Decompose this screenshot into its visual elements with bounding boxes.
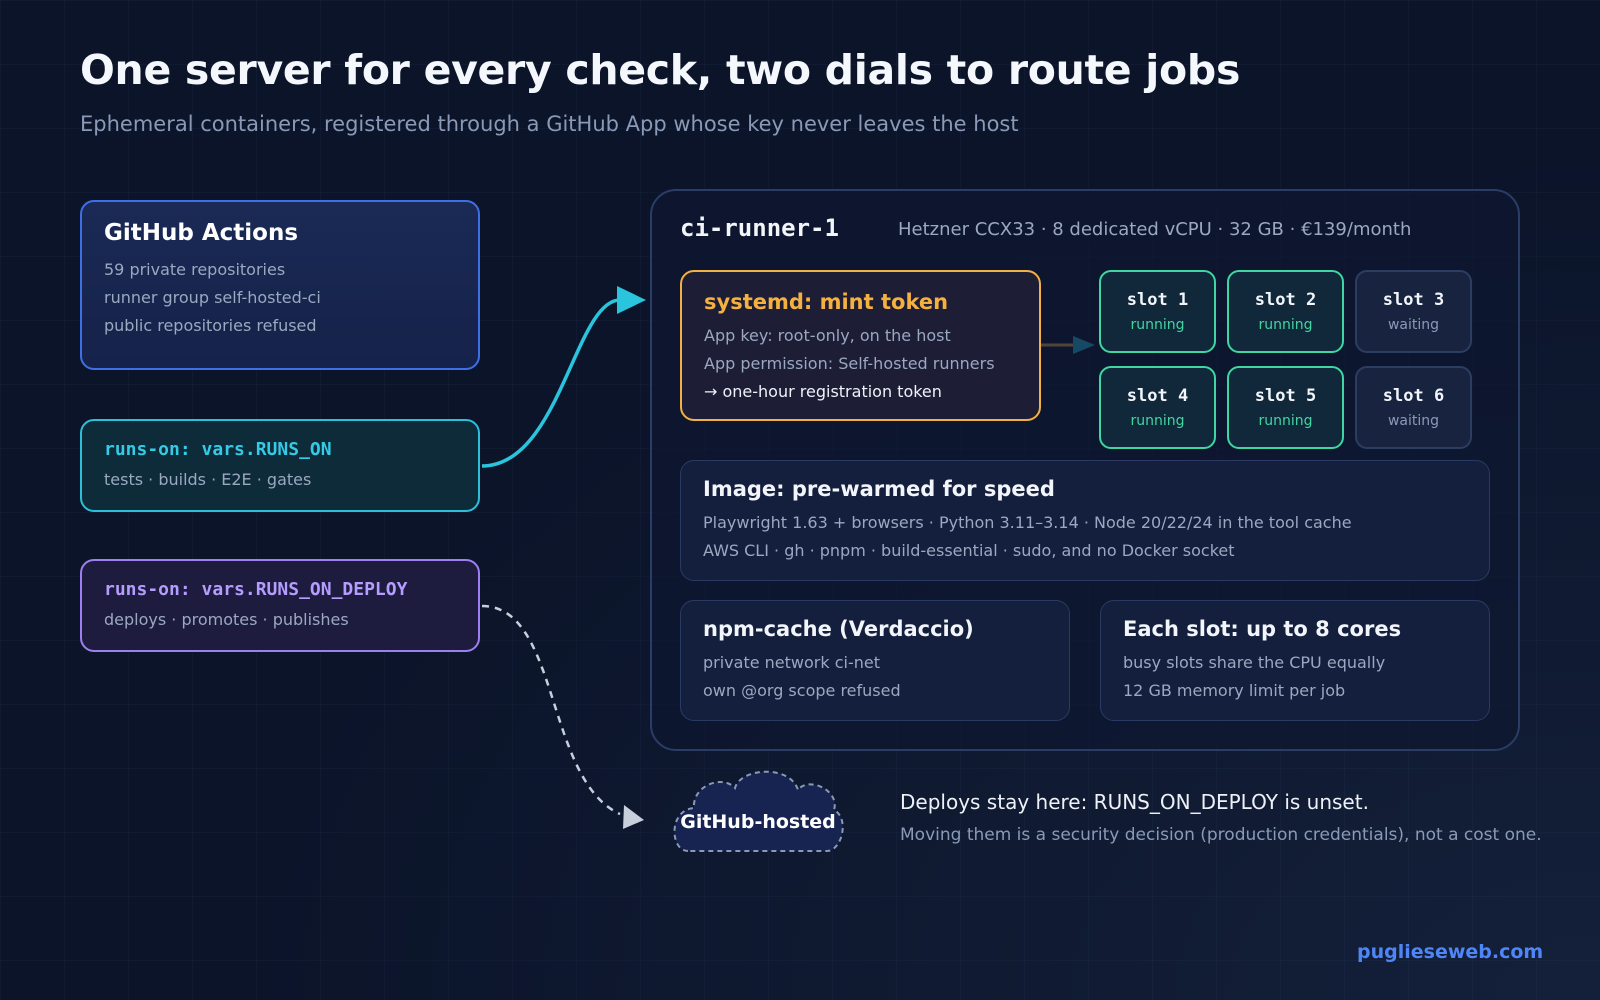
deploy-arrow <box>481 604 621 816</box>
slot-name: slot 5 <box>1254 386 1317 406</box>
mint-token-card: systemd: mint token App key: root-only, … <box>680 270 1041 421</box>
runs-on-deploy-subtitle: deploys · promotes · publishes <box>104 610 349 629</box>
deploy-note: Deploys stay here: RUNS_ON_DEPLOY is uns… <box>900 790 1369 814</box>
slot-info-line: busy slots share the CPU equally <box>1123 653 1386 672</box>
github-hosted-cloud-label: GitHub-hosted <box>680 811 836 833</box>
image-line: Playwright 1.63 + browsers · Python 3.11… <box>703 513 1352 532</box>
npm-cache-title: npm-cache (Verdaccio) <box>703 617 974 641</box>
image-card: Image: pre-warmed for speed Playwright 1… <box>680 460 1490 581</box>
slot-6: slot 6 waiting <box>1355 366 1472 449</box>
npm-cache-card: npm-cache (Verdaccio) private network ci… <box>680 600 1070 721</box>
runs-on-arrowhead <box>617 286 646 314</box>
runs-on-deploy-title: runs-on: vars.RUNS_ON_DEPLOY <box>104 579 408 600</box>
slot-name: slot 2 <box>1254 290 1317 310</box>
slot-name: slot 6 <box>1382 386 1445 406</box>
mint-token-line: App permission: Self-hosted runners <box>704 354 995 373</box>
slot-state: running <box>1258 413 1313 429</box>
page-subtitle: Ephemeral containers, registered through… <box>80 112 1019 136</box>
slot-state: running <box>1258 317 1313 333</box>
github-actions-line: 59 private repositories <box>104 260 286 279</box>
page-title: One server for every check, two dials to… <box>80 46 1241 94</box>
brand-link[interactable]: puglieseweb.com <box>1357 941 1544 963</box>
slot-state: running <box>1130 413 1185 429</box>
github-actions-line: runner group self-hosted-ci <box>104 288 321 307</box>
slot-5: slot 5 running <box>1227 366 1344 449</box>
github-actions-line: public repositories refused <box>104 316 317 335</box>
slot-info-line: 12 GB memory limit per job <box>1123 681 1346 700</box>
slot-state: running <box>1130 317 1185 333</box>
runs-on-card: runs-on: vars.RUNS_ON tests · builds · E… <box>80 419 480 512</box>
slot-3: slot 3 waiting <box>1355 270 1472 353</box>
runs-on-deploy-card: runs-on: vars.RUNS_ON_DEPLOY deploys · p… <box>80 559 480 652</box>
slot-name: slot 3 <box>1382 290 1445 310</box>
slot-1: slot 1 running <box>1099 270 1216 353</box>
github-actions-title: GitHub Actions <box>104 220 299 246</box>
cloud-shape <box>673 770 844 853</box>
slot-name: slot 1 <box>1126 290 1189 310</box>
server-name: ci-runner-1 <box>680 214 839 242</box>
slot-info-card: Each slot: up to 8 cores busy slots shar… <box>1100 600 1490 721</box>
slot-state: waiting <box>1387 413 1440 429</box>
image-line: AWS CLI · gh · pnpm · build-essential · … <box>703 541 1235 560</box>
mint-token-line: App key: root-only, on the host <box>704 326 951 345</box>
slot-state: waiting <box>1387 317 1440 333</box>
runs-on-title: runs-on: vars.RUNS_ON <box>104 439 332 460</box>
mint-token-line: → one-hour registration token <box>704 382 942 401</box>
slot-2: slot 2 running <box>1227 270 1344 353</box>
slot-name: slot 4 <box>1126 386 1189 406</box>
deploy-note-detail: Moving them is a security decision (prod… <box>900 825 1542 845</box>
slot-4: slot 4 running <box>1099 366 1216 449</box>
slot-info-title: Each slot: up to 8 cores <box>1123 617 1402 641</box>
runs-on-subtitle: tests · builds · E2E · gates <box>104 470 312 489</box>
github-actions-card: GitHub Actions 59 private repositories r… <box>80 200 480 370</box>
mint-token-title: systemd: mint token <box>704 290 949 314</box>
deploy-arrowhead <box>623 805 644 829</box>
image-title: Image: pre-warmed for speed <box>703 477 1055 501</box>
server-spec: Hetzner CCX33 · 8 dedicated vCPU · 32 GB… <box>898 219 1412 240</box>
runs-on-arrow <box>481 298 621 468</box>
npm-cache-line: own @org scope refused <box>703 681 901 700</box>
npm-cache-line: private network ci-net <box>703 653 880 672</box>
